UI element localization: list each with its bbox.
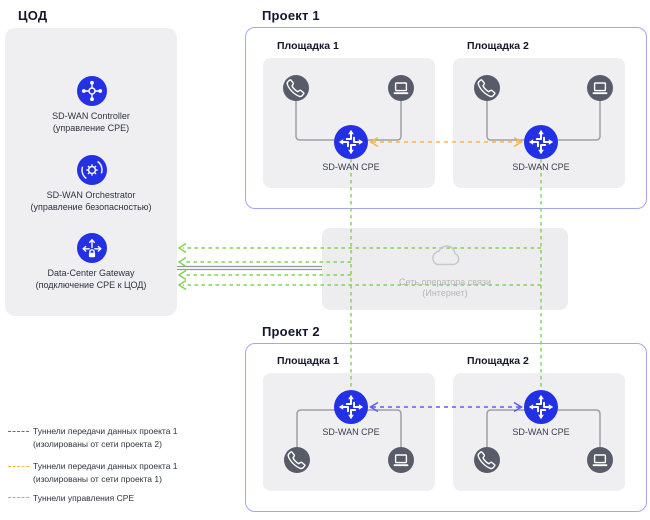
p2s2-laptop-node: [587, 447, 613, 473]
tunnels-management: [183, 159, 542, 390]
project2-title: Проект 2: [262, 324, 320, 339]
controller-label: SD-WAN Controller(управление CPE): [52, 111, 130, 133]
legend-dash-green: [8, 497, 29, 498]
legend-item-3: Туннели управления CPE: [33, 493, 135, 503]
cpe-router-icon: [524, 390, 558, 424]
gateway-icon: [77, 233, 107, 263]
datacenter-gateway-node: [77, 233, 107, 263]
phone-icon: [474, 75, 500, 101]
project2-site2-title: Площадка 2: [467, 355, 529, 367]
p1s2-laptop-node: [587, 75, 613, 101]
p1s1-laptop-node: [388, 75, 414, 101]
laptop-icon: [388, 75, 414, 101]
laptop-icon: [587, 75, 613, 101]
operator-network-label: Сеть оператора связи(Интернет): [399, 277, 491, 298]
p1s2-cpe-node: [524, 125, 558, 159]
p1s2-cpe-label: SD-WAN CPE: [512, 162, 570, 172]
operator-network-panel: [322, 228, 568, 310]
project1-site2-title: Площадка 2: [467, 40, 529, 52]
dc-title: ЦОД: [18, 8, 48, 23]
orchestrator-label: SD-WAN Orchestrator(управление безопасно…: [30, 190, 152, 212]
dc-uplink-line: [177, 265, 322, 271]
p2s2-cpe-label: SD-WAN CPE: [512, 427, 570, 437]
legend-item-1: Туннели передачи данных проекта 1 (изоли…: [33, 426, 178, 449]
orchestrator-icon: [77, 155, 107, 185]
p2s2-cpe-node: [524, 390, 558, 424]
controller-icon: [77, 76, 107, 106]
cpe-router-icon: [334, 390, 368, 424]
sdwan-controller-node: [77, 76, 107, 106]
legend-dash-blue: [8, 431, 29, 432]
sdwan-orchestrator-node: [77, 155, 107, 185]
cpe-router-icon: [524, 125, 558, 159]
legend-item-2: Туннели передачи данных проекта 1 (изоли…: [33, 461, 178, 484]
p1s2-phone-node: [474, 75, 500, 101]
p2s1-laptop-node: [388, 447, 414, 473]
p2s1-phone-node: [284, 447, 310, 473]
gateway-label: Data-Center Gateway(подключение CPE к ЦО…: [35, 268, 147, 290]
legend-dash-orange: [8, 466, 29, 467]
tunnel-project2: [369, 401, 523, 413]
p2s1-cpe-node: [334, 390, 368, 424]
project1-title: Проект 1: [262, 8, 320, 23]
phone-icon: [283, 75, 309, 101]
project2-site1-title: Площадка 1: [277, 355, 339, 367]
p2s1-cpe-label: SD-WAN CPE: [322, 427, 380, 437]
p1s1-cpe-label: SD-WAN CPE: [322, 162, 380, 172]
p1s1-phone-node: [283, 75, 309, 101]
phone-icon: [474, 447, 500, 473]
p2s2-phone-node: [474, 447, 500, 473]
project1-site1-title: Площадка 1: [277, 40, 339, 52]
p1s1-cpe-node: [334, 125, 368, 159]
phone-icon: [284, 447, 310, 473]
laptop-icon: [587, 447, 613, 473]
cpe-router-icon: [334, 125, 368, 159]
cloud-icon: [425, 242, 465, 270]
laptop-icon: [388, 447, 414, 473]
tunnel-project1: [369, 136, 523, 148]
